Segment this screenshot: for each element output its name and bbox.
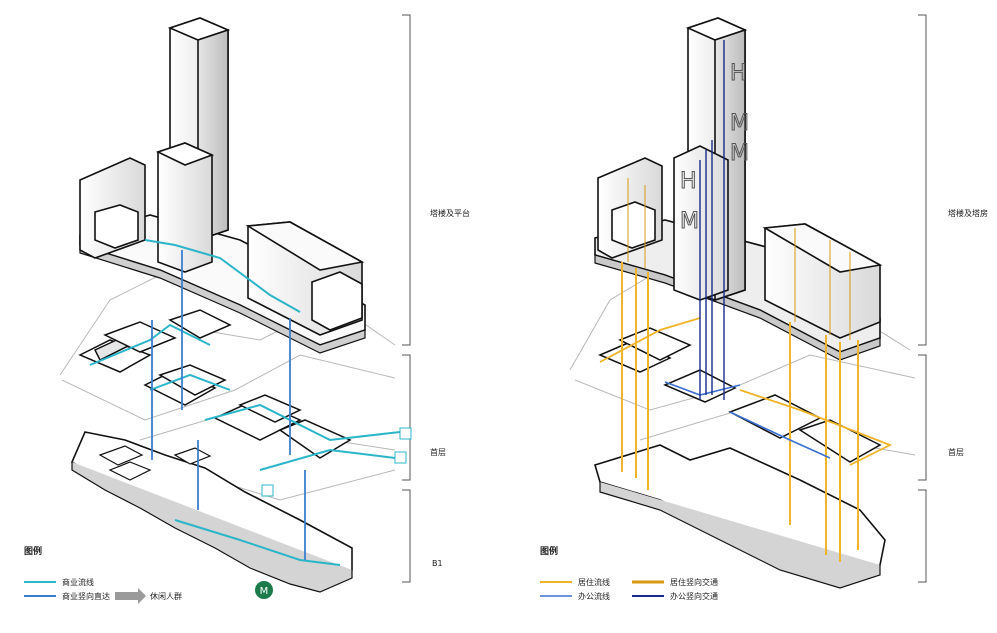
right-legend-item-office-flow: 办公流线 xyxy=(578,592,610,601)
right-legend-item-residential-flow: 居住流线 xyxy=(578,578,610,587)
tower-letters: H M H M M xyxy=(680,61,750,235)
left-legend-item-leisure: 休闲人群 xyxy=(150,592,182,601)
right-basement-slab xyxy=(594,444,886,589)
left-commercial-flow xyxy=(89,239,401,566)
right-residential-flow xyxy=(599,317,893,466)
svg-text:M: M xyxy=(260,586,269,597)
left-ground-blocks xyxy=(78,309,352,459)
right-office-vertical xyxy=(699,40,725,400)
left-towers xyxy=(155,17,231,273)
left-section-tower-label: 塔楼及平台 xyxy=(430,209,470,218)
left-legend-item-commercial-vertical: 商业竖向直达 xyxy=(62,592,110,601)
tower-letter-1: H xyxy=(730,61,747,86)
left-legend-swatches xyxy=(24,581,146,604)
left-diagram: M xyxy=(59,14,412,599)
right-legend-swatches xyxy=(540,580,664,597)
metro-icon: M xyxy=(255,581,273,599)
tower-letter-5: M xyxy=(730,141,749,166)
right-legend-title: 图例 xyxy=(540,547,559,557)
right-bracket xyxy=(918,14,927,583)
left-basement-slab xyxy=(70,431,353,593)
left-section-ground-label: 首层 xyxy=(430,448,446,457)
left-bracket xyxy=(402,14,411,583)
left-section-b1-label: B1 xyxy=(432,559,443,568)
right-legend-item-office-vertical: 办公竖向交通 xyxy=(670,592,718,601)
left-legend-title: 图例 xyxy=(24,547,43,557)
pedestrian-icon xyxy=(261,427,412,497)
tower-letter-4: M xyxy=(680,209,699,234)
right-diagram: H M H M M xyxy=(569,14,927,589)
right-residential-vertical-tower xyxy=(627,178,851,340)
right-residential-vertical xyxy=(621,262,859,562)
right-tower xyxy=(673,17,748,302)
left-podium-boxes xyxy=(79,157,365,336)
right-section-tower-label: 塔楼及塔房 xyxy=(948,209,988,218)
tower-letter-2: M xyxy=(730,111,749,136)
left-commercial-vertical xyxy=(151,250,306,560)
right-legend-item-residential-vertical: 居住竖向交通 xyxy=(670,578,718,587)
tower-letter-3: H xyxy=(680,169,697,194)
left-legend-item-commercial-flow: 商业流线 xyxy=(62,578,94,587)
right-podium-boxes xyxy=(597,157,883,339)
right-section-ground-label: 首层 xyxy=(948,448,964,457)
